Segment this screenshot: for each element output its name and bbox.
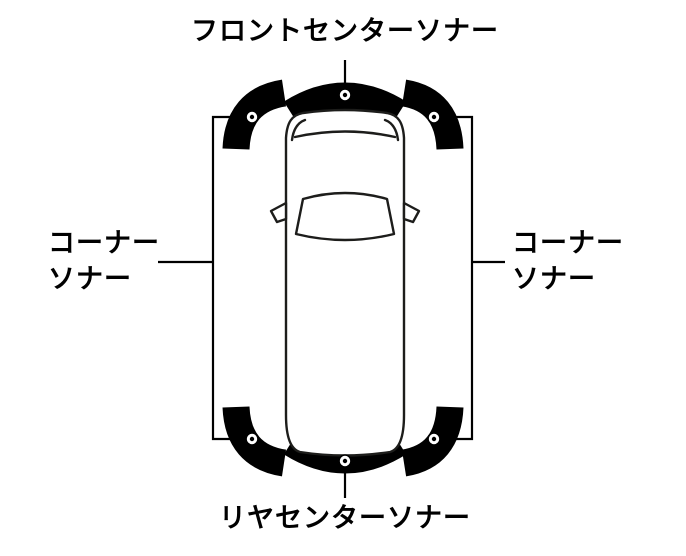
leader-bracket-right (434, 115, 474, 441)
car-windshield (294, 191, 396, 242)
sonar-zone-front-left-icon (222, 79, 287, 151)
corner-sonar-label-left-line2: ソナー (48, 264, 132, 295)
sonar-zone-rear-left-icon (222, 405, 287, 477)
sensor-marker-rear-center-icon (338, 454, 352, 468)
corner-sonar-label-right-line1: コーナー (512, 228, 624, 259)
sonar-zone-front-right-icon (401, 79, 464, 151)
sensor-marker-rear-left-icon (245, 432, 259, 446)
corner-sonar-label-left: コーナー ソナー (48, 226, 160, 298)
car-front-left-detail (290, 118, 307, 142)
leader-bracket-left (211, 115, 252, 441)
sensor-marker-front-center-icon (338, 88, 352, 102)
car-mirror-right (402, 201, 421, 224)
car-top-view-icon (269, 108, 421, 457)
sonar-zone-rear-right-icon (401, 405, 464, 477)
sensor-marker-rear-right-icon (427, 432, 441, 446)
corner-sonar-label-right: コーナー ソナー (512, 226, 624, 298)
corner-sonar-label-right-line2: ソナー (512, 264, 596, 295)
sensor-marker-front-right-icon (427, 110, 441, 124)
sensor-marker-front-left-icon (245, 110, 259, 124)
car-front-right-detail (383, 118, 400, 142)
car-hood-line (293, 130, 397, 139)
sensor-point-markers (245, 88, 441, 468)
rear-center-sonar-label: リヤセンターソナー (219, 503, 471, 534)
leader-lines (158, 60, 505, 498)
car-body (284, 108, 406, 457)
car-mirror-left (269, 201, 288, 224)
front-center-sonar-label: フロントセンターソナー (191, 16, 499, 47)
corner-sonar-label-left-line1: コーナー (48, 228, 160, 259)
